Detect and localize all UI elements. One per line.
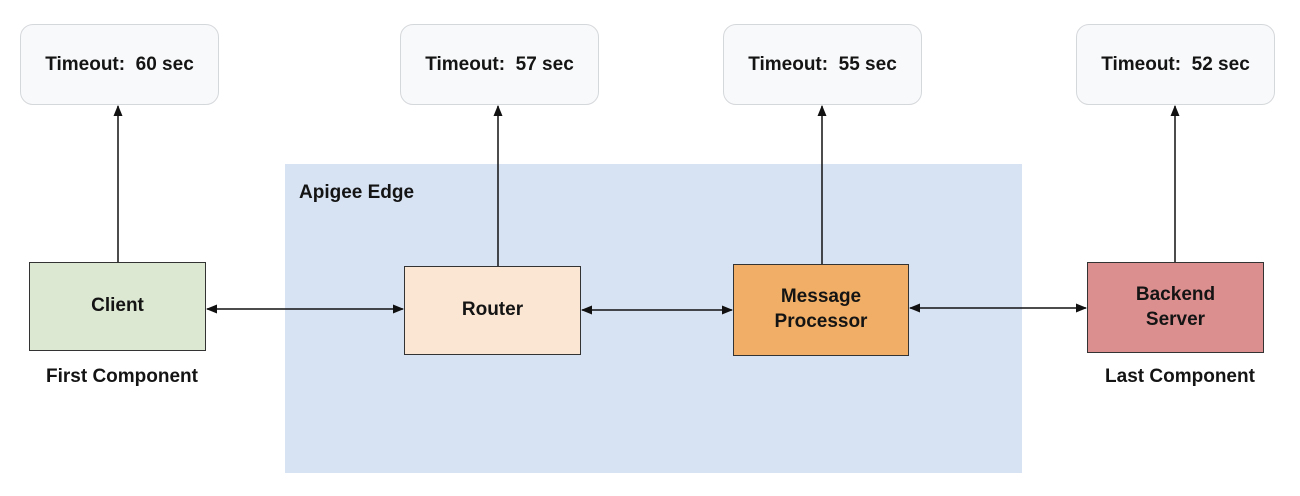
- caption-first-component: First Component: [46, 366, 198, 387]
- timeout-label-client: Timeout: 60 sec: [45, 53, 194, 75]
- timeout-label-backend: Timeout: 52 sec: [1101, 53, 1250, 75]
- component-box-backend-server: Backend Server: [1087, 262, 1264, 353]
- timeout-label-message-processor: Timeout: 55 sec: [748, 53, 897, 75]
- apigee-edge-region-label: Apigee Edge: [299, 182, 415, 203]
- component-box-message-processor: Message Processor: [733, 264, 909, 356]
- component-label-client: Client: [91, 295, 144, 317]
- component-box-router: Router: [404, 266, 581, 355]
- caption-last-component: Last Component: [1105, 366, 1255, 387]
- component-label-message-processor: Message Processor: [774, 286, 868, 332]
- timeout-box-router: Timeout: 57 sec: [400, 24, 599, 105]
- timeout-box-client: Timeout: 60 sec: [20, 24, 219, 105]
- component-label-router: Router: [461, 299, 524, 321]
- timeout-box-backend: Timeout: 52 sec: [1076, 24, 1275, 105]
- component-box-client: Client: [29, 262, 206, 351]
- timeout-label-router: Timeout: 57 sec: [425, 53, 574, 75]
- component-label-backend-server: Backend Server: [1135, 283, 1216, 330]
- timeout-box-message-processor: Timeout: 55 sec: [723, 24, 922, 105]
